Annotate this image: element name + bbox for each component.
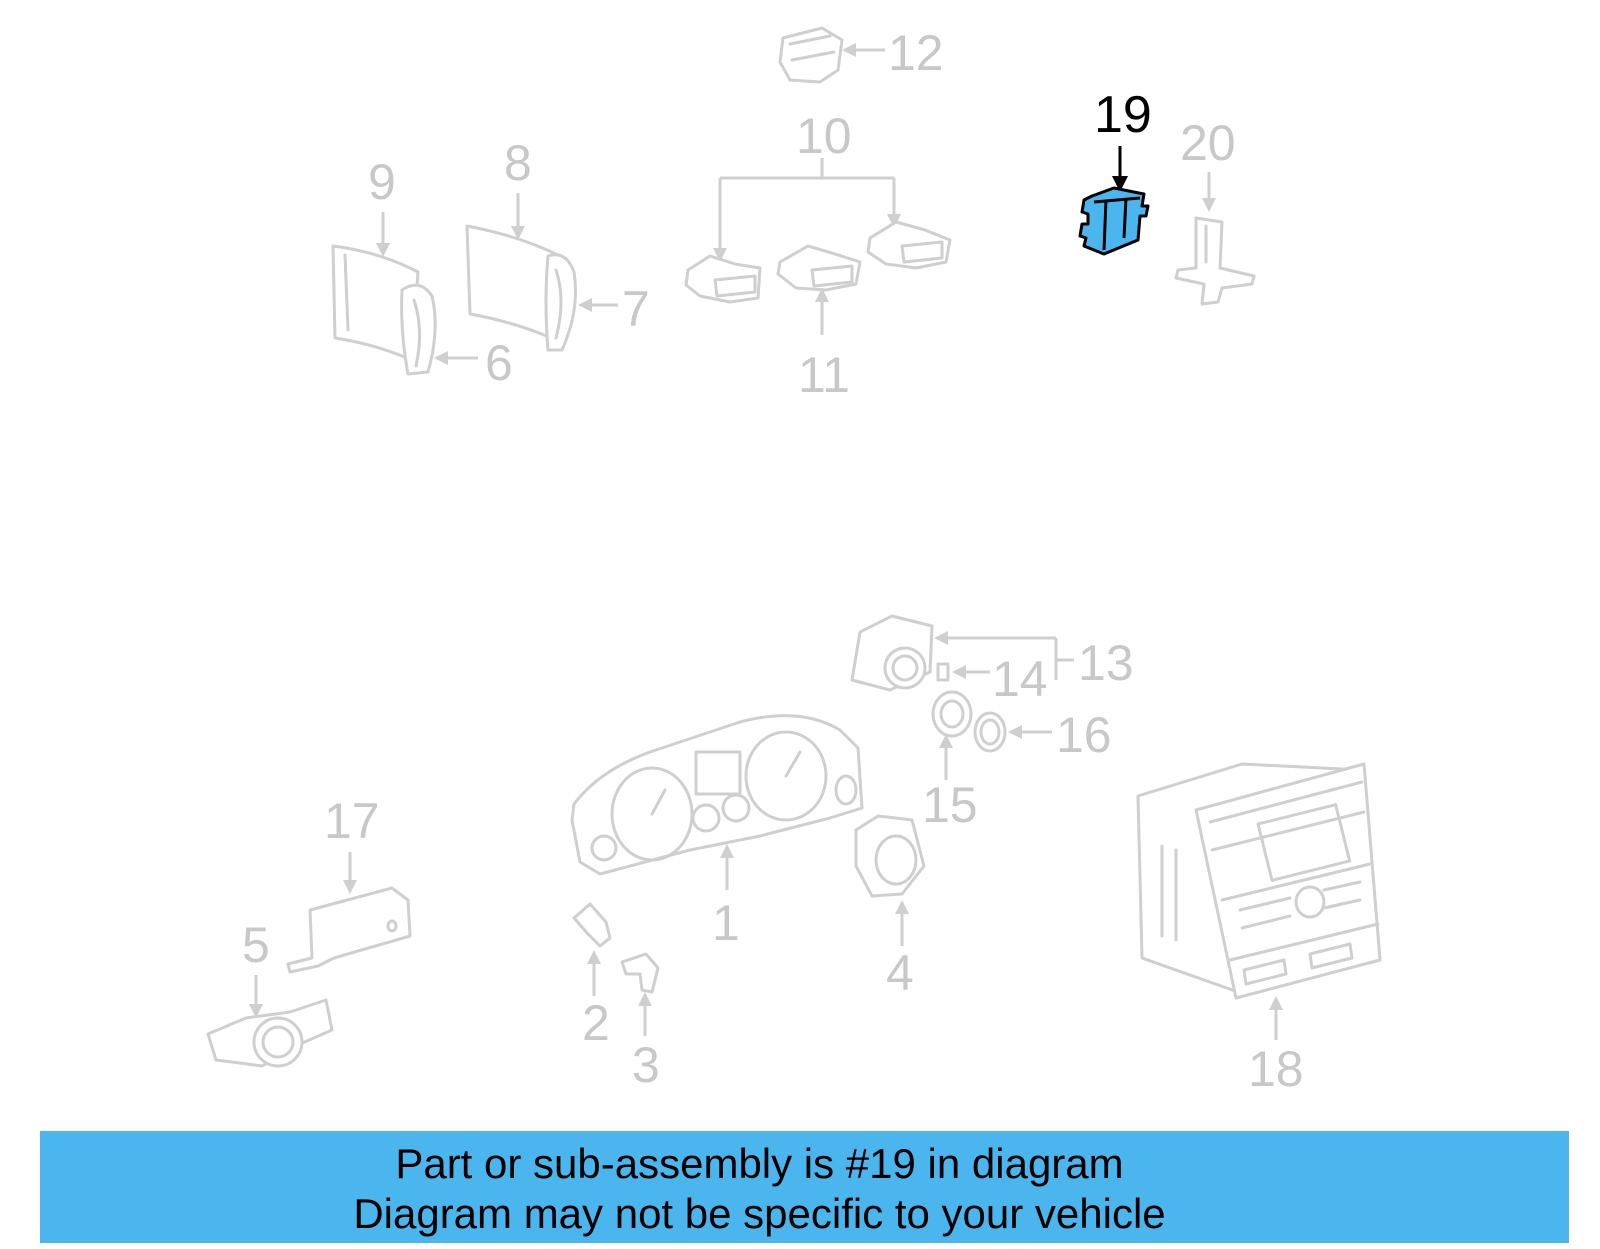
part-3[interactable] bbox=[620, 952, 660, 994]
leader-18 bbox=[1269, 996, 1283, 1040]
callout-18: 18 bbox=[1248, 1041, 1304, 1097]
leader-2 bbox=[587, 950, 601, 996]
callout-3: 3 bbox=[632, 1037, 660, 1093]
part-20[interactable] bbox=[1174, 216, 1256, 306]
part-10-vent-left[interactable] bbox=[684, 254, 762, 304]
leader-7 bbox=[578, 298, 618, 312]
leader-4 bbox=[895, 900, 909, 946]
leader-15 bbox=[939, 734, 953, 780]
leader-1 bbox=[720, 844, 734, 890]
part-16[interactable] bbox=[973, 711, 1007, 753]
part-19-highlighted[interactable] bbox=[1078, 186, 1150, 256]
banner-line-disclaimer: Diagram may not be specific to your vehi… bbox=[353, 1190, 1166, 1237]
part-7[interactable] bbox=[544, 253, 577, 352]
callout-10: 10 bbox=[796, 108, 852, 164]
leader-10 bbox=[713, 158, 901, 262]
part-11-vent-center[interactable] bbox=[776, 244, 862, 292]
callout-8: 8 bbox=[504, 135, 532, 191]
leader-11 bbox=[815, 288, 829, 335]
callout-17: 17 bbox=[324, 793, 380, 849]
part-6[interactable] bbox=[400, 283, 437, 376]
callout-19: 19 bbox=[1094, 86, 1152, 144]
callout-15: 15 bbox=[922, 777, 978, 833]
part-14[interactable] bbox=[936, 662, 950, 682]
callout-20: 20 bbox=[1180, 115, 1236, 171]
part-10-vent-right[interactable] bbox=[866, 220, 952, 270]
leader-20 bbox=[1202, 172, 1216, 212]
part-17[interactable] bbox=[286, 886, 412, 974]
callout-7: 7 bbox=[622, 281, 650, 337]
part-2[interactable] bbox=[572, 902, 612, 948]
leader-3 bbox=[638, 992, 652, 1036]
leader-13 bbox=[934, 631, 1074, 680]
callout-14: 14 bbox=[992, 651, 1048, 707]
callout-5: 5 bbox=[242, 917, 270, 973]
leader-14 bbox=[952, 665, 990, 679]
part-18-control-panel[interactable] bbox=[1136, 762, 1382, 1000]
leader-16 bbox=[1008, 725, 1052, 739]
part-4[interactable] bbox=[854, 814, 926, 898]
leader-5 bbox=[249, 975, 263, 1018]
info-banner: Part or sub-assembly is #19 in diagram D… bbox=[40, 1131, 1569, 1243]
callout-6: 6 bbox=[485, 335, 513, 391]
part-5[interactable] bbox=[206, 998, 334, 1068]
parts-diagram: 12 10 11 9 6 8 bbox=[206, 25, 1382, 1097]
callout-4: 4 bbox=[886, 945, 914, 1001]
leader-8 bbox=[511, 193, 525, 240]
leader-6 bbox=[434, 351, 478, 365]
part-12[interactable] bbox=[778, 26, 844, 84]
callout-11: 11 bbox=[798, 347, 850, 403]
callout-12: 12 bbox=[888, 25, 944, 81]
banner-line-part: Part or sub-assembly is #19 in diagram bbox=[395, 1140, 1124, 1187]
part-1-instrument-cluster[interactable] bbox=[570, 714, 864, 876]
callout-16: 16 bbox=[1056, 707, 1112, 763]
leader-9 bbox=[376, 212, 390, 257]
part-15[interactable] bbox=[931, 690, 973, 738]
callout-9: 9 bbox=[368, 154, 396, 210]
leader-12 bbox=[842, 43, 885, 57]
callout-2: 2 bbox=[582, 995, 610, 1051]
leader-19 bbox=[1112, 146, 1128, 192]
callout-13: 13 bbox=[1078, 635, 1134, 691]
part-13[interactable] bbox=[850, 614, 934, 692]
callout-1: 1 bbox=[712, 895, 740, 951]
leader-17 bbox=[343, 852, 357, 894]
